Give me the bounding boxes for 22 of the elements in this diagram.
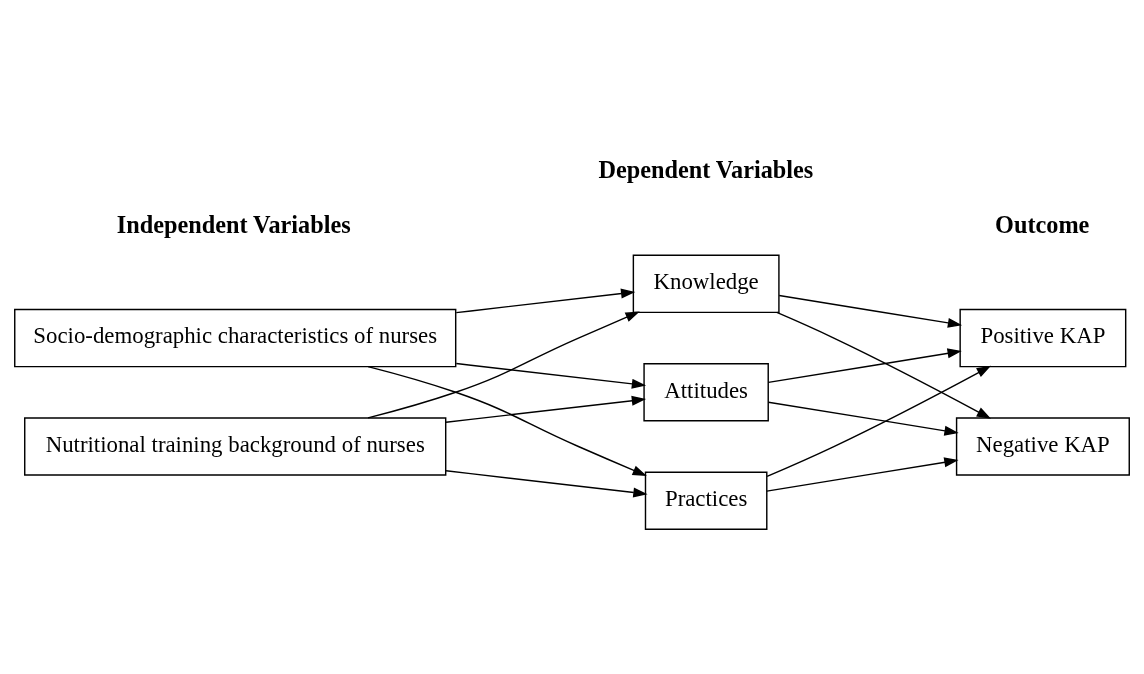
node-box: Attitudes bbox=[643, 363, 769, 422]
arrow bbox=[367, 311, 640, 419]
node-box: Practices bbox=[644, 471, 768, 530]
arrow bbox=[445, 395, 647, 423]
arrow bbox=[766, 365, 992, 477]
node-box: Nutritional training background of nurses bbox=[24, 417, 447, 476]
label: Outcome bbox=[995, 210, 1090, 238]
arrow bbox=[766, 457, 959, 492]
arrow bbox=[778, 294, 963, 328]
arrow bbox=[445, 470, 648, 498]
node-box: Negative KAP bbox=[955, 417, 1130, 476]
label: Independent Variables bbox=[116, 210, 351, 238]
label: Dependent Variables bbox=[598, 156, 814, 184]
arrow bbox=[767, 348, 962, 384]
node-box: Knowledge bbox=[632, 254, 780, 314]
arrow bbox=[455, 362, 647, 389]
arrow bbox=[776, 311, 992, 419]
arrow bbox=[367, 365, 647, 477]
node-box: Positive KAP bbox=[959, 308, 1127, 368]
node-box: Socio-demographic characteristics of nurses bbox=[14, 308, 457, 368]
arrow bbox=[455, 288, 636, 314]
arrow bbox=[767, 401, 959, 436]
